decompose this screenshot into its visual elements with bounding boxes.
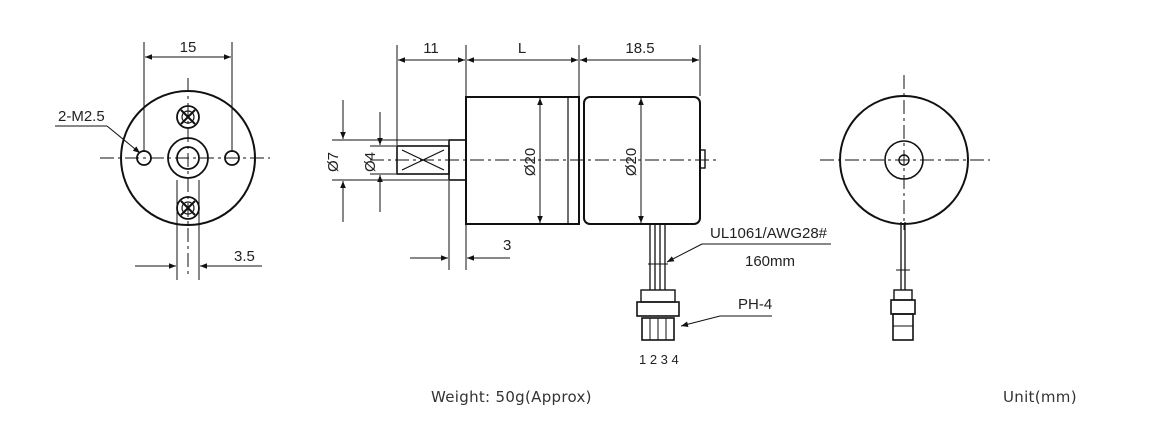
wire-length-label: 160mm <box>745 253 795 270</box>
connector-pins-label: 1 2 3 4 <box>639 352 679 367</box>
dim-11-label: 11 <box>423 40 439 57</box>
rear-bushing-inner <box>898 154 910 166</box>
dim-3-label: 3 <box>503 237 511 254</box>
side-motor-endcap <box>699 149 706 169</box>
dim-o20-gearbox-label: Ø20 <box>522 148 539 176</box>
holes-label: 2-M2.5 <box>58 108 105 125</box>
rear-view <box>820 75 990 341</box>
dim-o7-label: Ø7 <box>325 152 342 172</box>
weight-caption: Weight: 50g(Approx) <box>431 388 592 406</box>
rear-wire-bundle <box>896 222 910 290</box>
connector-label: PH-4 <box>738 296 772 313</box>
side-wire-bundle <box>648 224 668 290</box>
side-view: 11 L 18.5 Ø7 Ø4 Ø20 Ø20 3 <box>325 40 831 367</box>
dim-3.5-label: 3.5 <box>234 248 255 265</box>
dim-15-label: 15 <box>180 39 197 56</box>
front-view: 15 2-M2.5 3.5 <box>55 39 270 280</box>
front-shaft-inner <box>176 146 200 170</box>
connector-leader-diagonal <box>680 315 721 327</box>
dim-o20-motor-label: Ø20 <box>623 148 640 176</box>
rear-bushing-outer <box>884 140 924 180</box>
front-shaft-outer <box>167 137 209 179</box>
wire-spec-label: UL1061/AWG28# <box>710 225 828 242</box>
dim-L-label: L <box>518 40 526 57</box>
side-connector <box>636 289 680 341</box>
wire-leader-diagonal <box>666 243 703 263</box>
dim-18.5-label: 18.5 <box>625 40 654 57</box>
unit-caption: Unit(mm) <box>1003 388 1077 406</box>
rear-connector <box>890 289 916 341</box>
dim-o4-label: Ø4 <box>362 152 379 172</box>
front-screw-top <box>176 105 200 129</box>
holes-leader-diagonal <box>106 125 141 154</box>
